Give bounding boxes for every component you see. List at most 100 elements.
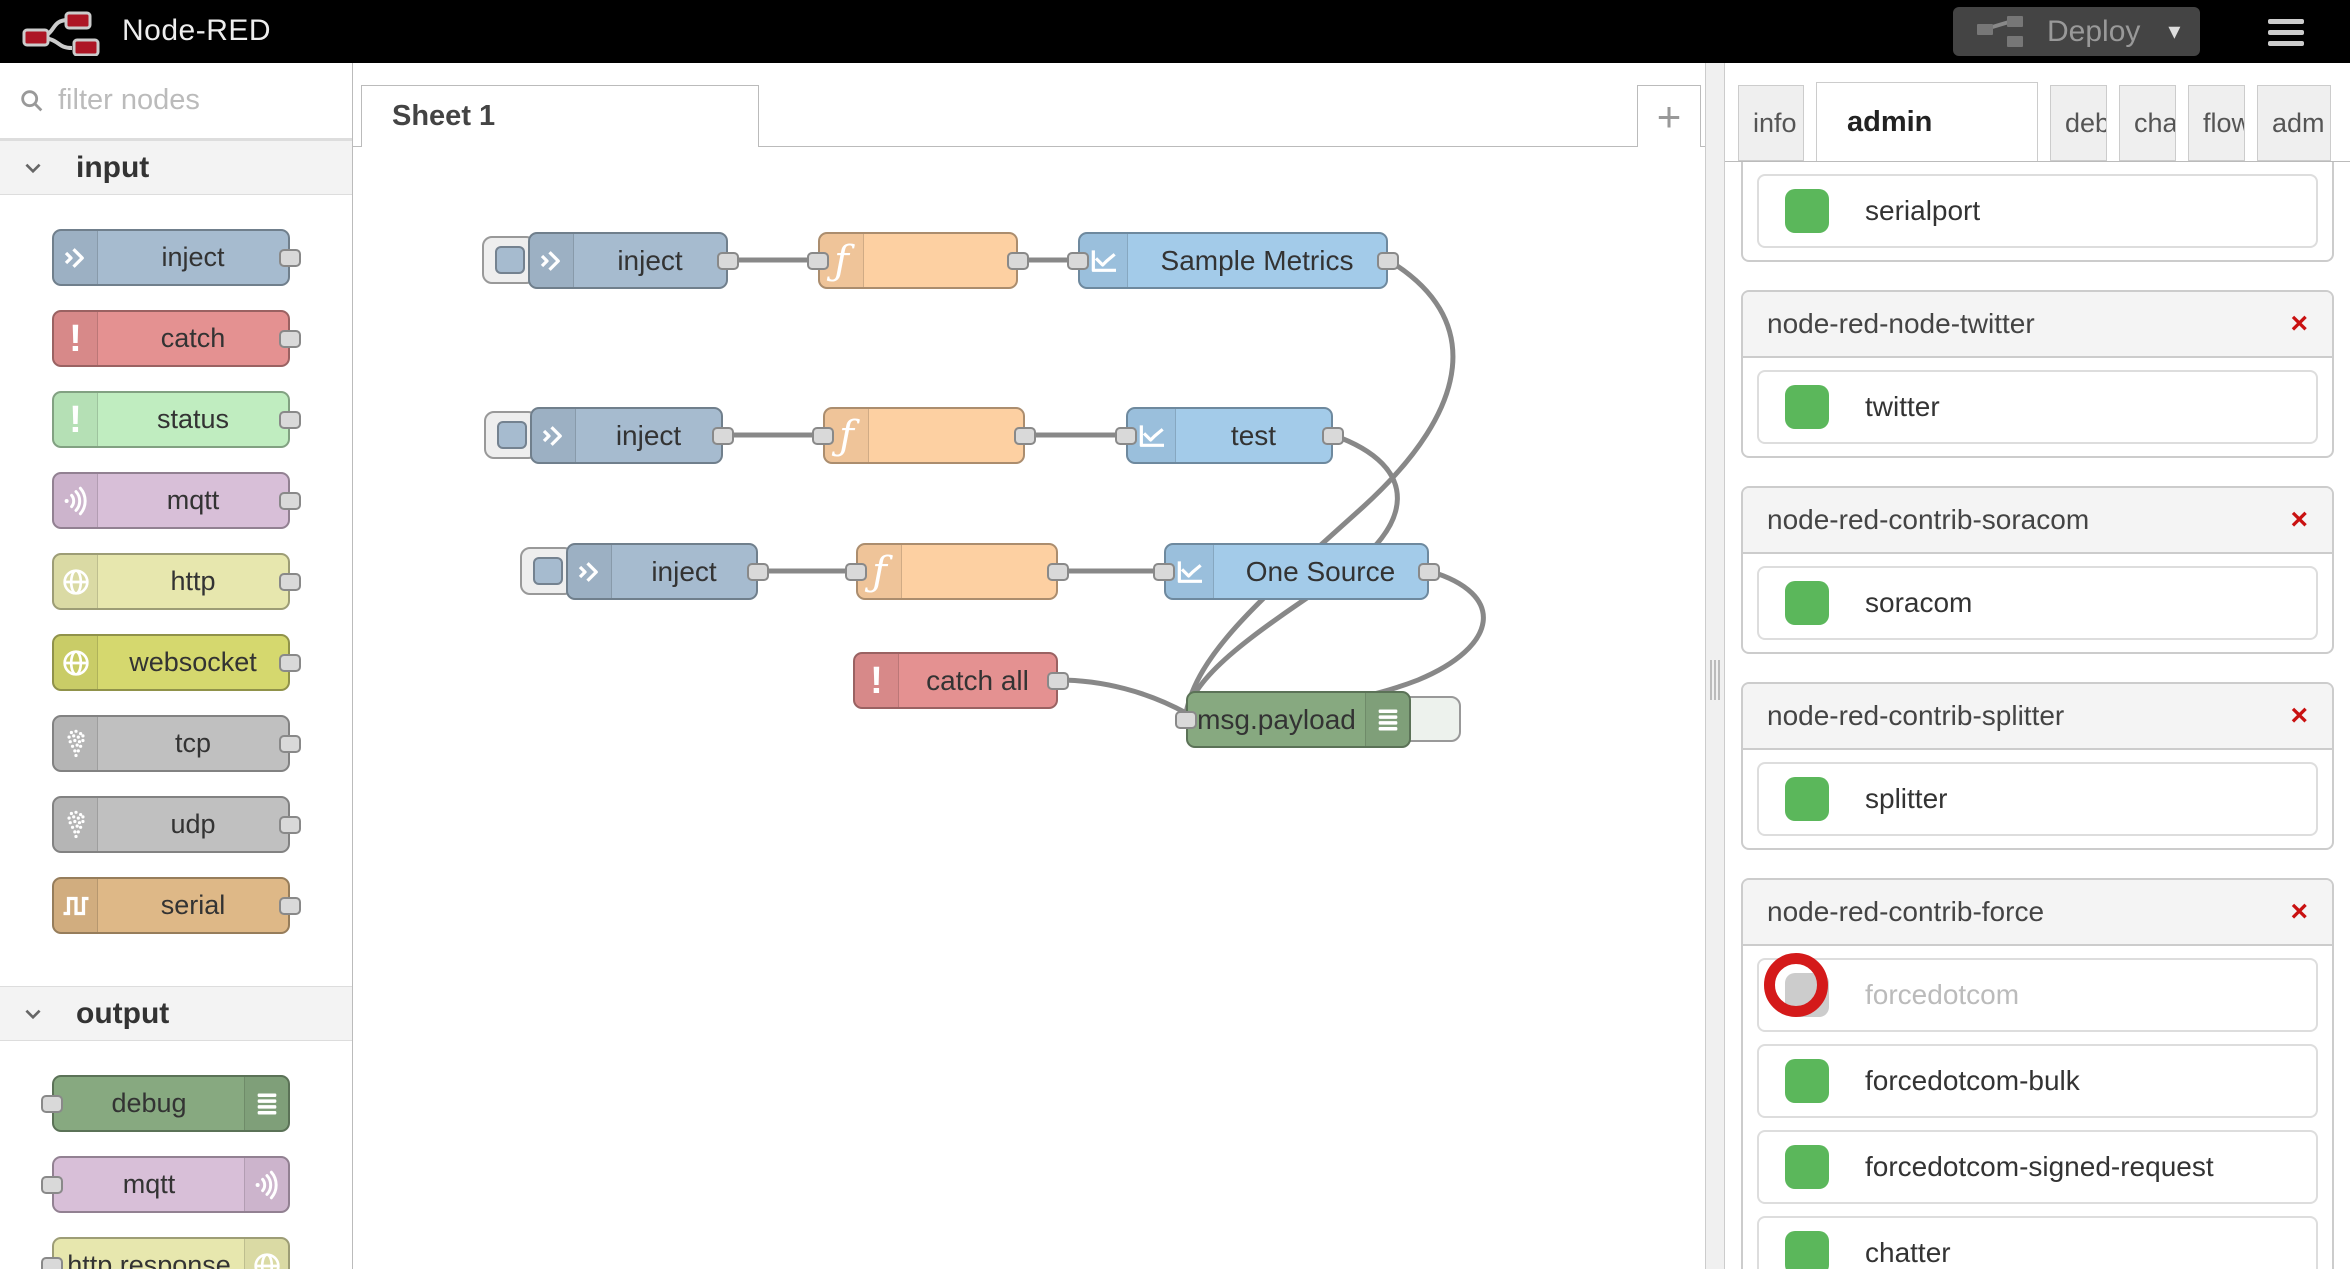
input-port[interactable] [1067, 251, 1089, 270]
node-enable-toggle[interactable] [1785, 189, 1829, 233]
function-node[interactable]: ƒ [812, 407, 1036, 464]
serial-node[interactable]: serial [52, 877, 301, 934]
palette-category-input[interactable]: input [0, 140, 352, 195]
deploy-button[interactable]: Deploy ▾ [1953, 7, 2200, 56]
output-port[interactable] [279, 896, 301, 915]
node-enable-toggle[interactable] [1785, 581, 1829, 625]
catch all-node[interactable]: !catch all [853, 652, 1069, 709]
palette-category-output[interactable]: output [0, 986, 352, 1041]
node-label: udp [170, 809, 216, 839]
chevron-down-icon [22, 157, 44, 179]
websocket-node[interactable]: websocket [52, 634, 301, 691]
hamburger-menu-icon[interactable] [2268, 19, 2304, 46]
test-node[interactable]: test [1115, 407, 1344, 464]
remove-module-icon[interactable]: × [2290, 503, 2308, 536]
inject-arrow-icon [568, 545, 612, 598]
catch-node[interactable]: !catch [52, 310, 301, 367]
output-port[interactable] [747, 562, 769, 581]
output-port[interactable] [279, 815, 301, 834]
Sample Metrics-node[interactable]: Sample Metrics [1067, 232, 1399, 289]
output-port[interactable] [279, 491, 301, 510]
output-port[interactable] [717, 251, 739, 270]
output-port[interactable] [1047, 562, 1069, 581]
sidebar-tab-info[interactable]: info [1738, 85, 1804, 161]
mqtt-node[interactable]: mqtt [52, 472, 301, 529]
output-port[interactable] [1377, 251, 1399, 270]
remove-module-icon[interactable]: × [2290, 895, 2308, 928]
sidebar-tab-cha[interactable]: cha [2119, 85, 2176, 161]
inject-node[interactable]: inject [566, 543, 769, 600]
inject-node[interactable]: inject [528, 232, 739, 289]
node-enable-toggle[interactable] [1785, 1231, 1829, 1269]
panel-splitter[interactable] [1705, 63, 1725, 1269]
input-port[interactable] [41, 1094, 63, 1113]
sidebar-tab-adm[interactable]: adm [2257, 85, 2331, 161]
function-node[interactable]: ƒ [807, 232, 1029, 289]
output-port[interactable] [279, 734, 301, 753]
inject-trigger-button[interactable] [520, 547, 574, 595]
output-port[interactable] [712, 426, 734, 445]
remove-module-icon[interactable]: × [2290, 699, 2308, 732]
node-set-label: forcedotcom-signed-request [1865, 1151, 2214, 1182]
debug-node[interactable]: debug [41, 1075, 290, 1132]
tcp-node[interactable]: tcp [52, 715, 301, 772]
input-port[interactable] [41, 1256, 63, 1269]
node-set-label: twitter [1865, 391, 1940, 422]
node-enable-toggle[interactable] [1785, 1145, 1829, 1189]
output-port[interactable] [1418, 562, 1440, 581]
inject-node[interactable]: inject [52, 229, 301, 286]
module-node-row: forcedotcom-bulk [1757, 1044, 2318, 1118]
output-port[interactable] [279, 410, 301, 429]
input-port[interactable] [807, 251, 829, 270]
module-node-row: soracom [1757, 566, 2318, 640]
function-node[interactable]: ƒ [845, 543, 1069, 600]
output-port[interactable] [1014, 426, 1036, 445]
module-name: node-red-contrib-force [1767, 896, 2045, 927]
remove-module-icon[interactable]: × [2290, 307, 2308, 340]
input-port[interactable] [845, 562, 867, 581]
input-port[interactable] [812, 426, 834, 445]
tab-sheet-1[interactable]: Sheet 1 [361, 85, 759, 147]
http-node[interactable]: http [52, 553, 301, 610]
output-port[interactable] [279, 329, 301, 348]
globe-icon [54, 636, 98, 689]
deploy-caret-icon[interactable]: ▾ [2168, 18, 2181, 45]
udp-node[interactable]: udp [52, 796, 301, 853]
output-port[interactable] [1047, 671, 1069, 690]
globe-icon [54, 555, 98, 608]
node-enable-toggle[interactable] [1785, 777, 1829, 821]
output-port[interactable] [1322, 426, 1344, 445]
status-node[interactable]: !status [52, 391, 301, 448]
http response-node[interactable]: http response [41, 1237, 290, 1269]
add-tab-button[interactable]: + [1637, 85, 1701, 147]
wire[interactable] [1055, 677, 1189, 716]
node-label: msg.payload [1197, 703, 1356, 735]
list-icon [244, 1077, 288, 1130]
sidebar-tab-deb[interactable]: deb [2050, 85, 2107, 161]
inject-trigger-button[interactable] [482, 236, 536, 284]
inject-trigger-button[interactable] [484, 411, 538, 459]
alert-icon: ! [54, 393, 98, 446]
node-enable-toggle[interactable] [1785, 973, 1829, 1017]
module-header: node-red-contrib-splitter× [1743, 684, 2332, 750]
search-input[interactable] [58, 84, 308, 117]
sidebar-tab-flow[interactable]: flow [2188, 85, 2245, 161]
output-port[interactable] [1007, 251, 1029, 270]
input-port[interactable] [1115, 426, 1137, 445]
mqtt-node[interactable]: mqtt [41, 1156, 290, 1213]
output-port[interactable] [279, 248, 301, 267]
One Source-node[interactable]: One Source [1153, 543, 1440, 600]
msg.payload-node[interactable]: msg.payload [1175, 691, 1411, 748]
output-port[interactable] [279, 572, 301, 591]
output-port[interactable] [279, 653, 301, 672]
input-port[interactable] [1175, 710, 1197, 729]
wire[interactable] [1183, 257, 1456, 716]
sidebar-tab-admin[interactable]: admin [1816, 82, 2038, 161]
module-header: node-red-node-twitter× [1743, 292, 2332, 358]
node-enable-toggle[interactable] [1785, 385, 1829, 429]
node-enable-toggle[interactable] [1785, 1059, 1829, 1103]
input-port[interactable] [1153, 562, 1175, 581]
inject-node[interactable]: inject [530, 407, 734, 464]
input-port[interactable] [41, 1175, 63, 1194]
